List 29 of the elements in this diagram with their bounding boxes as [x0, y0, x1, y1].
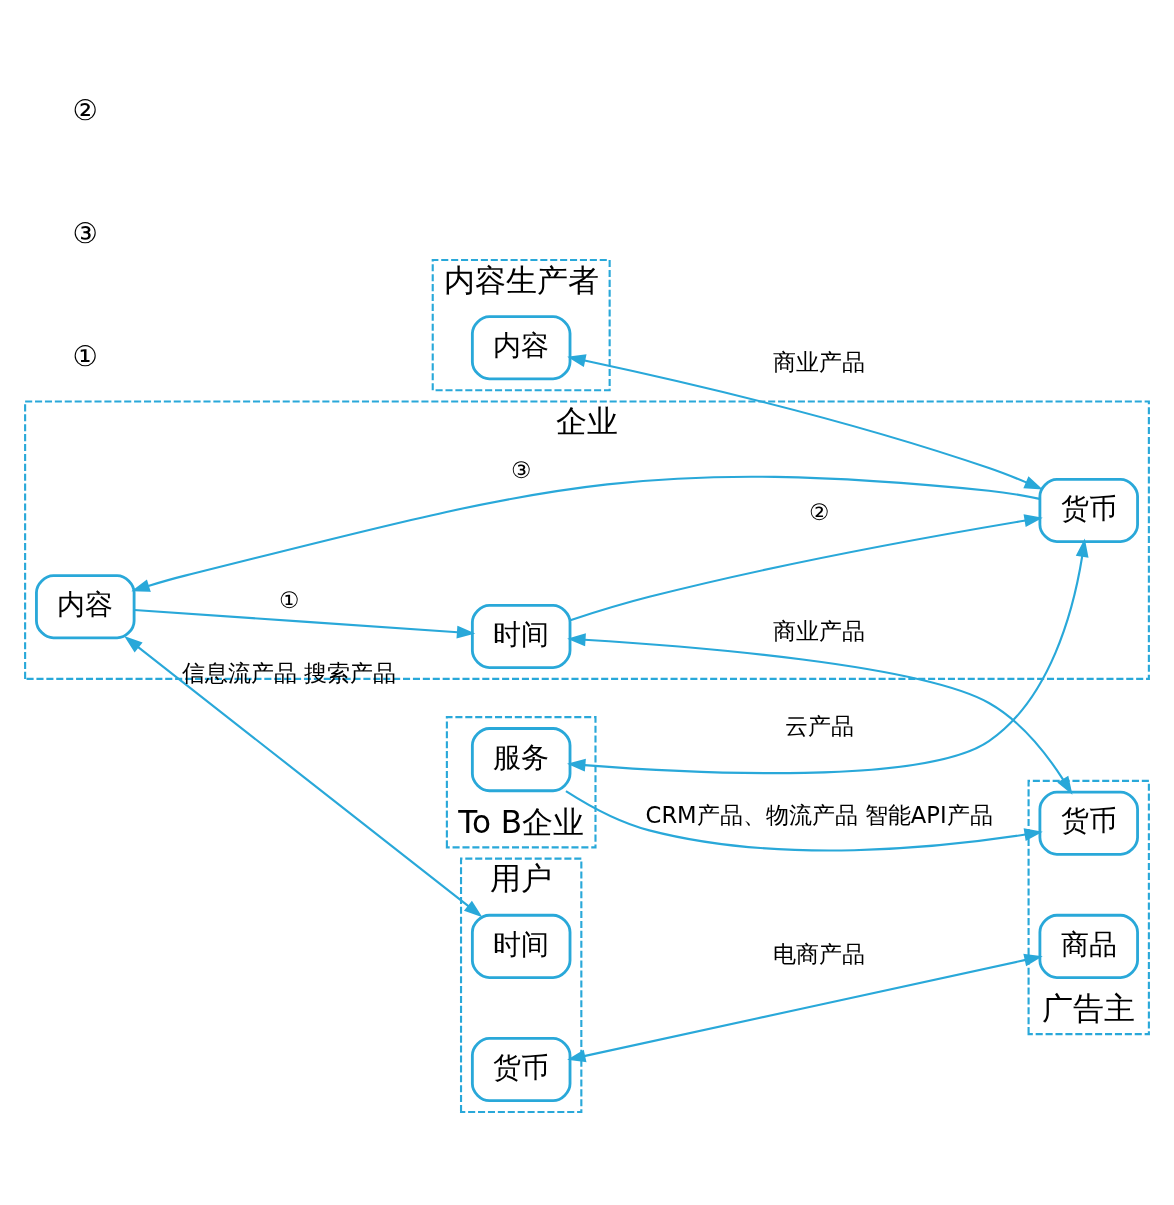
edge-label: 商业产品	[773, 618, 866, 645]
arrow	[567, 538, 1089, 775]
node-box: 服务	[470, 727, 572, 793]
edge-label: 商业产品	[773, 349, 866, 376]
arrow	[124, 636, 483, 918]
node-box: 内容	[470, 315, 572, 381]
arrow	[567, 633, 1073, 795]
arrow	[570, 514, 1043, 622]
edge-label: 电商产品	[773, 940, 866, 967]
edge-label: ②	[808, 499, 830, 526]
label: ②	[72, 93, 98, 127]
arrow	[134, 608, 476, 639]
node-box: 货币	[1038, 790, 1139, 856]
node-box: 货币	[1038, 477, 1139, 544]
edge-label: ③	[511, 456, 532, 483]
arrow	[131, 475, 1040, 592]
arrow	[567, 354, 1043, 490]
node-box: 内容	[35, 574, 136, 640]
edge-label: 云产品	[784, 712, 854, 739]
label: ③	[72, 217, 98, 251]
edge-label: CRM产品、物流产品 智能API产品	[645, 802, 993, 829]
node-box: 时间	[470, 913, 572, 979]
node-box: 货币	[470, 1037, 572, 1103]
node-box: 商品	[1038, 913, 1139, 979]
label: ①	[72, 340, 98, 374]
arrow	[567, 953, 1043, 1063]
node-box: 时间	[470, 603, 572, 669]
arrow	[565, 790, 1043, 852]
edge-label: ①	[278, 586, 300, 613]
